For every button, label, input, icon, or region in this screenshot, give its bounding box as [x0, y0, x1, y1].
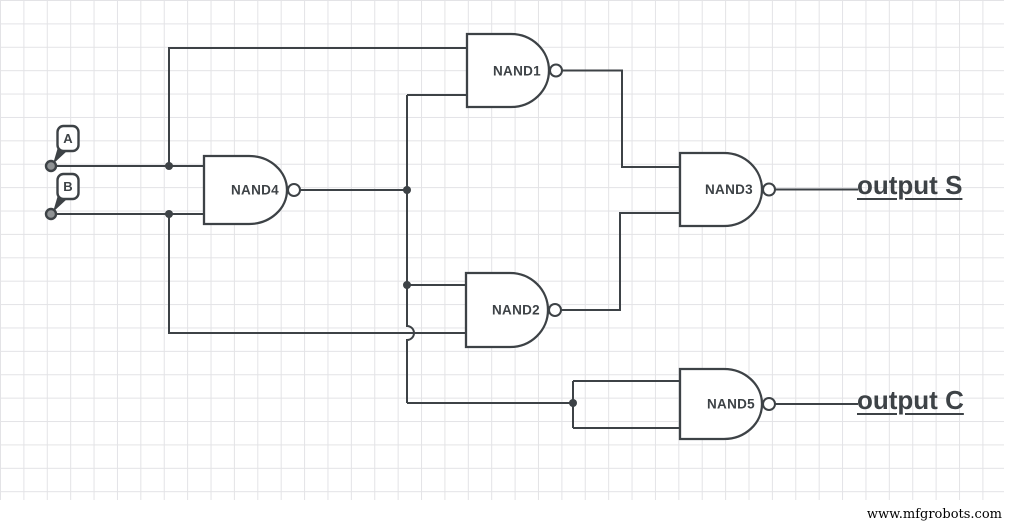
input-pin-b: B	[44, 172, 80, 221]
inverter-bubble	[287, 183, 301, 197]
nand-gate-shape	[678, 367, 764, 441]
gate-nand5: NAND5	[678, 367, 776, 441]
wire-nand1-to-nand3	[562, 69, 680, 168]
output-c-label: output C	[857, 385, 964, 415]
gate-label: NAND1	[493, 64, 541, 79]
input-pin-a: A	[44, 124, 80, 173]
gate-label: NAND3	[705, 182, 753, 197]
nand-gate-shape	[465, 32, 551, 109]
nand-gate-shape	[678, 151, 764, 228]
pin-label-box	[56, 172, 80, 201]
terminal-dot	[44, 159, 58, 173]
inverter-bubble	[762, 397, 776, 411]
gate-nand2: NAND2	[464, 271, 562, 349]
inverter-bubble	[548, 303, 562, 317]
wire-b-to-nand2	[168, 214, 466, 334]
pin-label: A	[63, 131, 73, 146]
gate-label: NAND4	[231, 183, 279, 198]
pin-label-box	[56, 124, 80, 153]
terminal-dot	[44, 207, 58, 221]
wire-nand4-bus-with-hop	[406, 95, 415, 403]
gate-label: NAND2	[492, 303, 540, 318]
gate-nand4: NAND4	[202, 154, 301, 226]
junction-dot	[403, 281, 411, 289]
wire-nand2-to-nand3	[561, 212, 680, 311]
pin-label: B	[63, 179, 72, 194]
inverter-bubble	[762, 182, 776, 197]
junction-dot	[403, 186, 411, 194]
junction-dot	[165, 210, 173, 218]
inverter-bubble	[549, 63, 563, 78]
nand-gate-shape	[202, 154, 289, 226]
output-s-label: output S	[857, 170, 963, 200]
junction-dot	[165, 162, 173, 170]
gate-nand3: NAND3	[678, 151, 776, 228]
wire-a-to-nand1	[168, 47, 467, 166]
junction-dot	[569, 399, 577, 407]
watermark-text: www.mfgrobots.com	[866, 507, 1002, 522]
gate-nand1: NAND1	[465, 32, 563, 109]
gate-label: NAND5	[707, 397, 755, 412]
nand-gate-shape	[464, 271, 550, 349]
